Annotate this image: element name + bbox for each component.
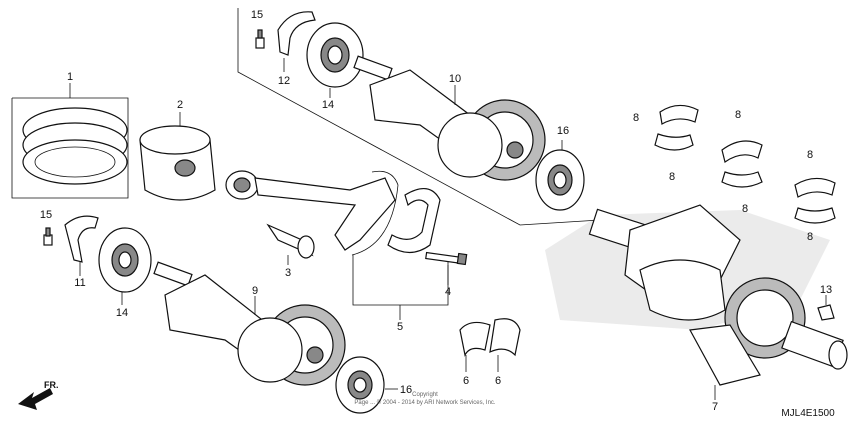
bearing-16-upper <box>535 149 585 211</box>
piston-pin <box>266 223 315 259</box>
balancer-shaft-lower <box>153 261 346 386</box>
callout-8e: 8 <box>807 149 813 161</box>
callout-5: 5 <box>397 321 403 333</box>
main-bearings-left <box>654 104 699 151</box>
woodruff-key <box>817 304 835 321</box>
bearing-lower <box>98 227 152 293</box>
piston-rings <box>11 97 129 199</box>
clip-upper <box>277 11 316 56</box>
main-bearings-right <box>794 177 836 224</box>
upper-bracket-line <box>237 8 601 226</box>
callout-8b: 8 <box>669 171 675 183</box>
callout-3: 3 <box>285 267 291 279</box>
main-bearings-middle <box>721 140 763 188</box>
callout-14a: 14 <box>322 99 334 111</box>
rod-bolt <box>425 251 468 266</box>
callout-6b: 6 <box>495 375 501 387</box>
rod-bearing-lower <box>489 318 521 357</box>
callout-6a: 6 <box>463 375 469 387</box>
bearing-upper <box>306 22 364 88</box>
callout-1: 1 <box>67 71 73 83</box>
copyright-line-1: Copyright <box>412 392 438 398</box>
front-direction-label: FR. <box>44 380 59 390</box>
callout-10: 10 <box>449 73 461 85</box>
rod-bearing-upper <box>459 321 491 357</box>
callout-13: 13 <box>820 284 832 296</box>
callout-8c: 8 <box>735 109 741 121</box>
callout-16b: 16 <box>400 384 412 396</box>
diagram-code: MJL4E1500 <box>781 408 835 419</box>
callout-15a: 15 <box>251 9 263 21</box>
callout-11: 11 <box>74 277 85 289</box>
crankshaft <box>588 204 848 386</box>
bearing-16-lower <box>335 356 385 414</box>
bolt-upper <box>255 29 265 49</box>
callout-12: 12 <box>278 75 290 87</box>
callout-15b: 15 <box>40 209 52 221</box>
callout-16a: 16 <box>557 125 569 137</box>
copyright-line-2: Page ... © 2004 - 2014 by ARI Network Se… <box>354 399 495 406</box>
bolt-lower <box>43 227 53 246</box>
callout-8d: 8 <box>742 203 748 215</box>
callout-8f: 8 <box>807 231 813 243</box>
callout-7: 7 <box>712 401 718 413</box>
conrod-bracket-line <box>352 255 449 306</box>
callout-2: 2 <box>177 99 183 111</box>
callout-4: 4 <box>445 286 451 298</box>
callout-8a: 8 <box>633 112 639 124</box>
callout-14b: 14 <box>116 307 128 319</box>
bearing-cap <box>387 188 441 254</box>
callout-9: 9 <box>252 285 258 297</box>
connecting-rod <box>225 170 399 256</box>
front-direction-arrow-icon <box>18 388 53 410</box>
clip-lower <box>64 215 99 263</box>
balancer-shaft-upper <box>353 55 546 181</box>
piston <box>139 125 216 201</box>
